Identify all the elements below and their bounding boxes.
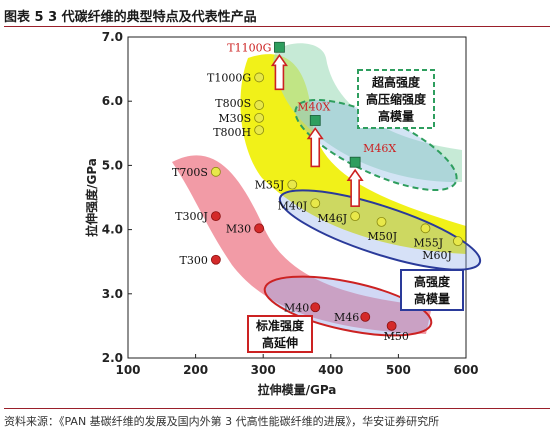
source-note: 资料来源：《PAN 基碳纤维的发展及国内外第 3 代高性能碳纤维的进展》，华安证… [4,415,440,428]
point-m46x [349,156,361,168]
label-m50j: M50J [368,230,398,243]
label-m40: M40 [284,301,309,314]
point-m50 [386,320,397,331]
label-t300: T300 [180,254,208,267]
label-t1000g: T1000G [207,71,251,84]
label-m40x: M40X [297,100,330,113]
trend-arrows [270,53,364,207]
y-axis-label: 拉伸强度/GPa [84,158,99,237]
chart-axes: 100 200 300 400 500 600 2.0 3.0 4.0 5.0 6.0 7.0 拉伸模量… [84,30,479,397]
label-t800h: T800H [213,126,251,139]
annotation-green-line: 超高强度 [371,75,421,90]
arrow-m40x [306,127,324,168]
point-m30 [254,223,265,234]
annotation-green-line: 高模量 [378,109,414,124]
point-m40x [309,115,321,126]
label-t800s: T800S [215,97,251,110]
annotation-blue-line: 高强度 [414,274,451,289]
x-tick-label: 300 [251,363,276,377]
label-m46: M46 [334,311,359,324]
x-tick-label: 500 [386,363,411,377]
label-t300j: T300J [175,210,208,223]
point-m46j [350,211,361,222]
annotation-green-box [357,69,435,129]
y-tick-label: 4.0 [102,223,123,237]
label-m35j: M35J [255,179,285,192]
point-m46 [360,312,371,322]
x-axis-label: 拉伸模量/GPa [258,382,337,397]
point-t800h [254,125,265,135]
point-m40 [310,302,321,313]
y-tick-label: 7.0 [102,30,123,44]
blue-outline [278,189,482,271]
point-m30s [254,112,265,123]
label-m40j: M40J [278,199,308,212]
annotation-red-line: 高延伸 [262,335,298,350]
red-band [172,155,432,334]
annotation-green-line: 高压缩强度 [366,92,427,107]
source-divider [4,408,550,409]
point-m55j [420,223,431,234]
y-tick-label: 3.0 [102,287,123,301]
label-m46x: M46X [363,142,396,155]
data-points [210,41,463,331]
x-tick-label: 600 [453,363,478,377]
label-m30s: M30S [218,112,251,125]
point-t300 [210,254,221,265]
y-tick-label: 2.0 [102,351,123,365]
point-m50j [376,216,387,227]
label-m55j: M55J [413,236,443,249]
x-tick-label: 400 [318,363,343,377]
label-t1100g: T1100G [227,41,271,54]
point-t800s [254,100,265,110]
label-m50: M50 [384,330,409,343]
plot-frame [127,36,467,359]
point-t700s [210,166,221,177]
arrow-m46x [346,168,364,207]
point-m40j [310,198,321,209]
y-tick-label: 6.0 [102,94,123,108]
chart-title: 图表 5 3 代碳纤维的典型特点及代表性产品 [4,10,257,25]
point-t1100g [274,41,285,53]
point-m35j [287,179,298,190]
arrow-t1100g [270,53,288,91]
label-m30: M30 [226,222,251,235]
background-bands [172,43,466,334]
chart-title-row: 图表 5 3 代碳纤维的典型特点及代表性产品 [4,6,550,25]
annotation-red-line: 标准强度 [255,318,305,333]
annotation-blue-box [400,269,464,311]
title-divider [4,26,550,27]
green-band [273,43,462,183]
label-t700s: T700S [172,166,208,179]
point-t300j [210,211,221,222]
highlight-outlines [263,98,482,337]
y-tick-label: 5.0 [102,158,123,172]
red-outline [263,275,433,337]
annotation-red-box [247,315,313,353]
label-m46j: M46J [317,212,347,225]
x-tick-label: 200 [183,363,208,377]
point-t1000g [254,72,265,83]
x-tick-label: 100 [115,363,140,377]
point-m60j [452,236,463,247]
annotation-blue-line: 高模量 [414,291,450,306]
label-m60j: M60J [422,249,452,262]
